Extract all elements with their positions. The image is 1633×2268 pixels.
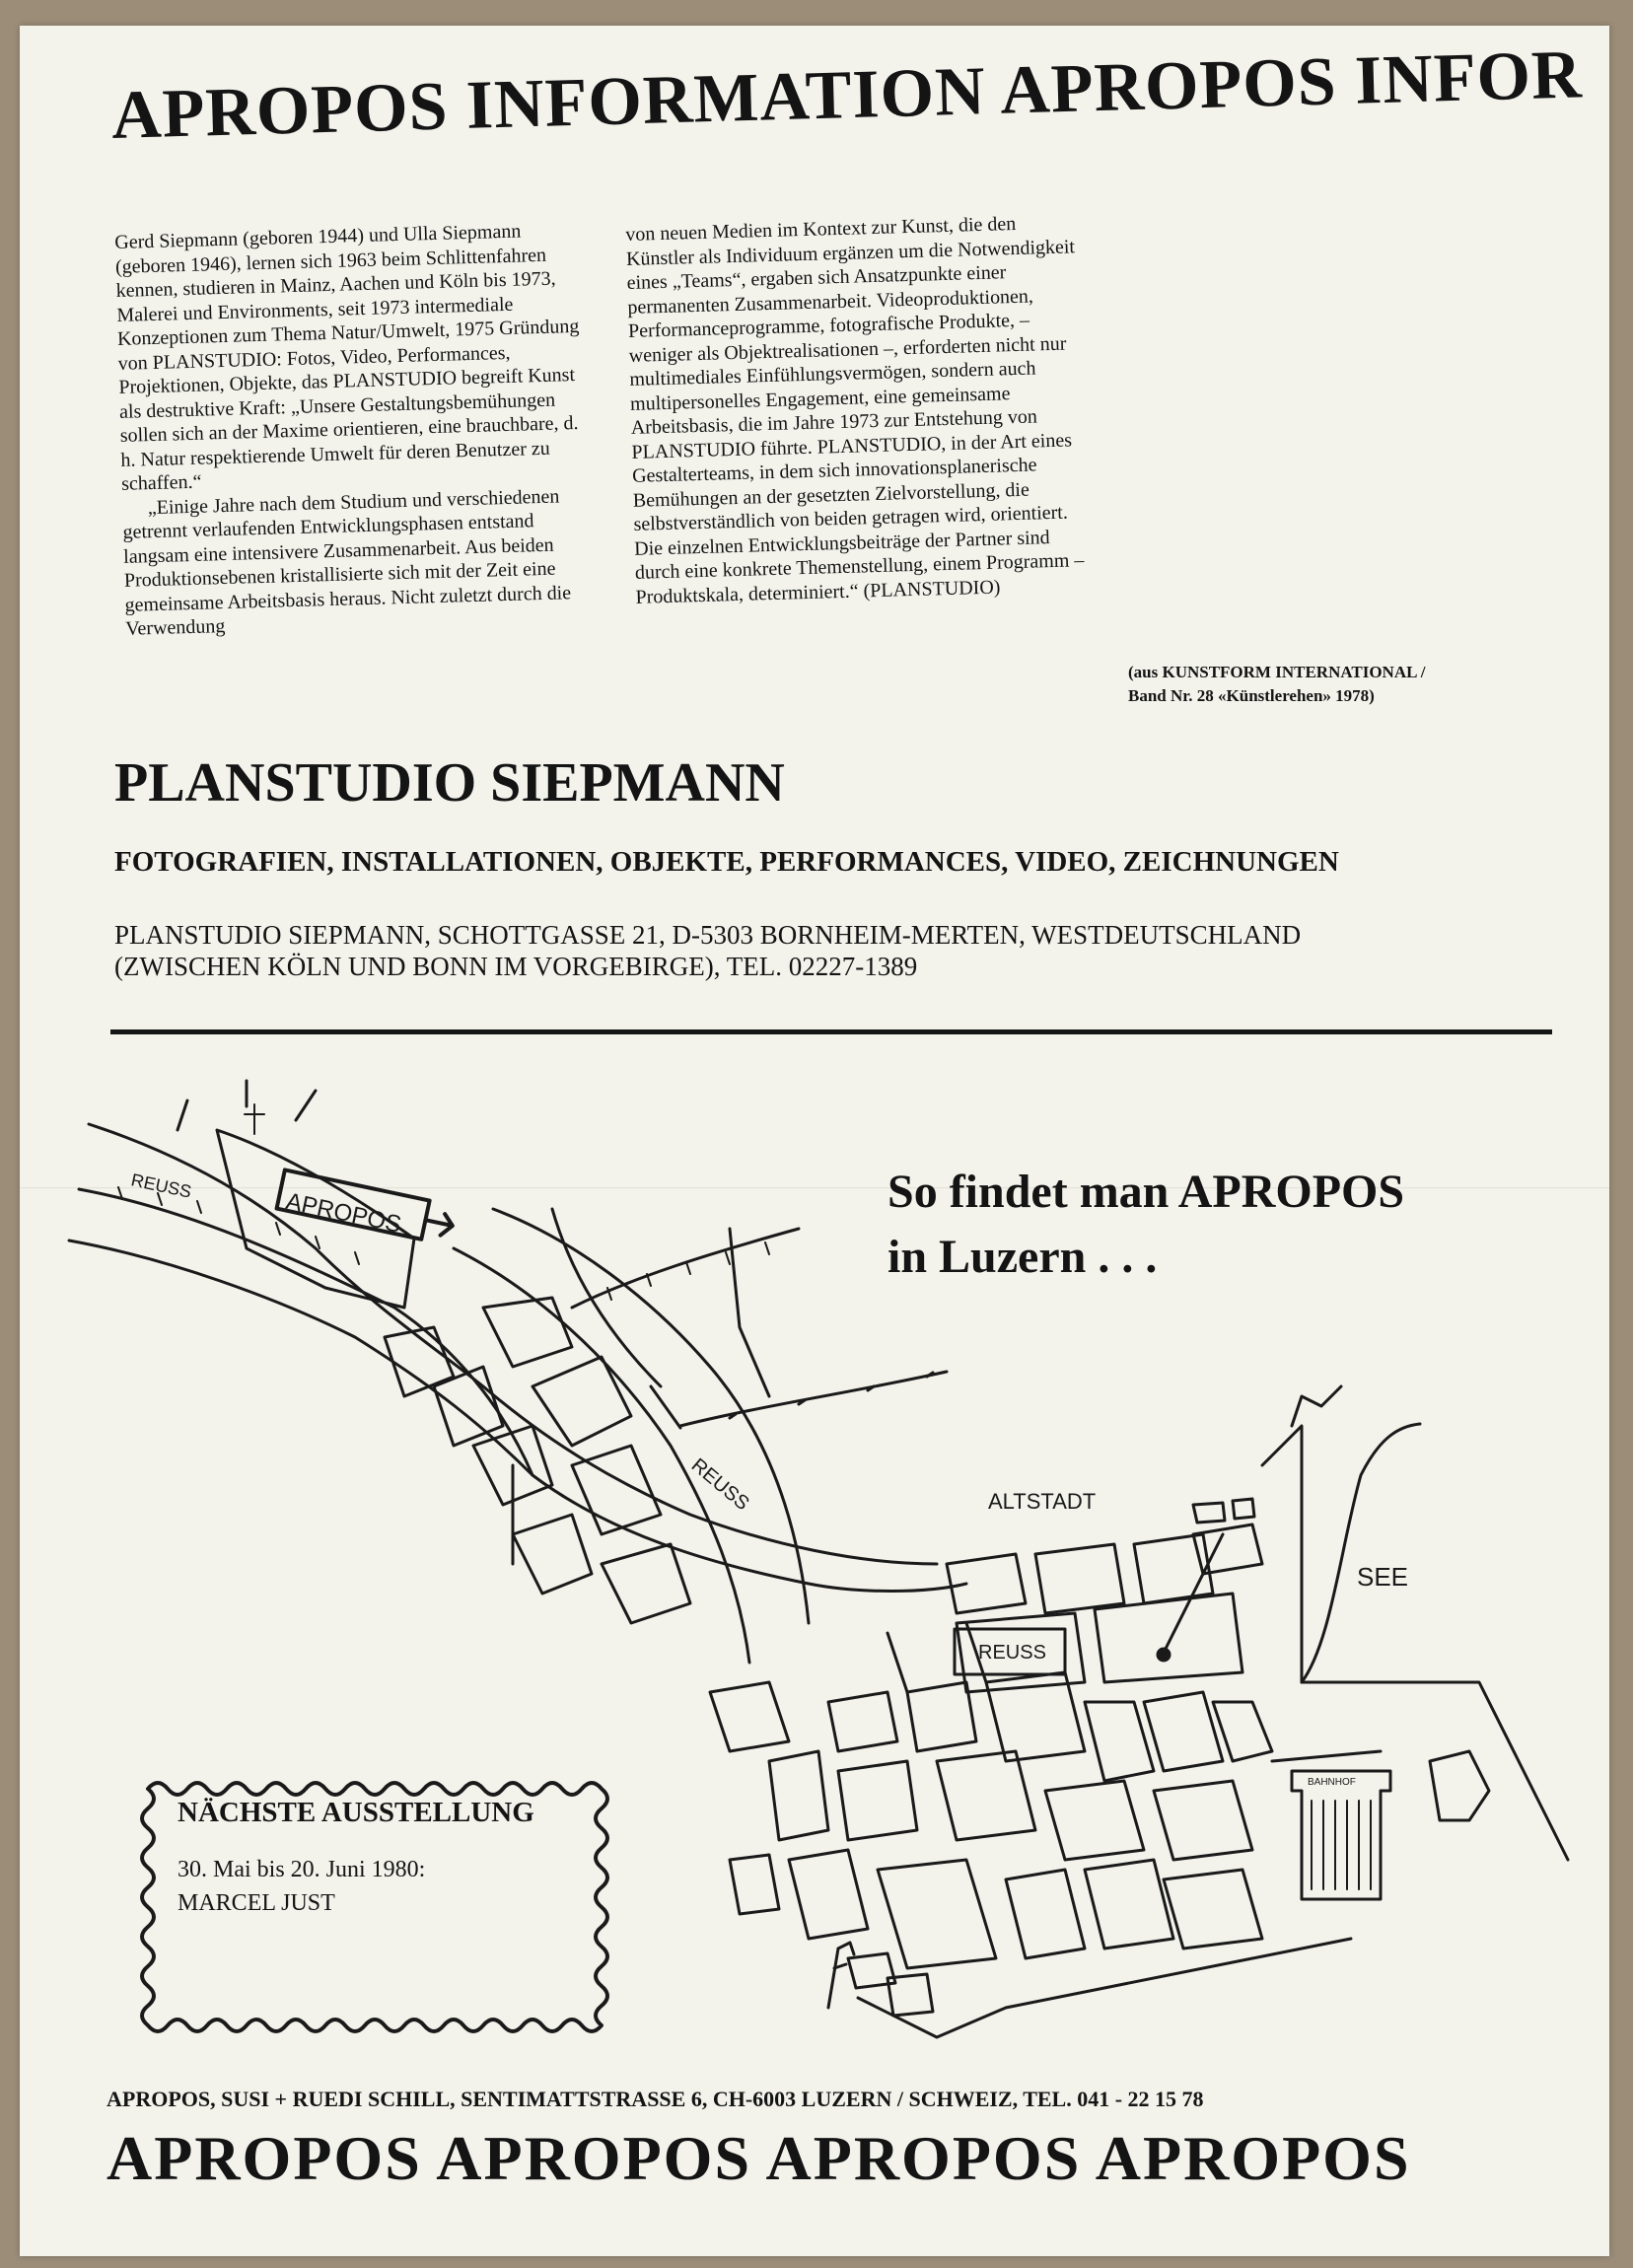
location-dot (1156, 1647, 1172, 1663)
street-outline (215, 1128, 416, 1310)
city-block (1033, 1542, 1126, 1615)
city-block (826, 1690, 899, 1753)
city-block (955, 1611, 1087, 1694)
exhibition-title: NÄCHSTE AUSSTELLUNG (178, 1797, 534, 1828)
city-block (1152, 1779, 1254, 1862)
city-block (1211, 1700, 1274, 1763)
city-block (1083, 1858, 1175, 1950)
studio-disciplines: FOTOGRAFIEN, INSTALLATIONEN, OBJEKTE, PE… (114, 846, 1339, 878)
apropos-marker (274, 1168, 455, 1241)
studio-address-line: (ZWISCHEN KÖLN UND BONN IM VORGEBIRGE), … (114, 952, 918, 981)
railway-line (77, 1187, 534, 1477)
article-column-left: Gerd Siepmann (geboren 1944) und Ulla Si… (114, 218, 589, 641)
city-block (1132, 1532, 1215, 1605)
city-block (945, 1552, 1028, 1615)
reuss-label-box (953, 1627, 1067, 1676)
city-block (600, 1542, 692, 1625)
map-label-reuss: REUSS (978, 1642, 1046, 1664)
street-outline (826, 1947, 840, 2010)
city-block (1142, 1690, 1225, 1773)
article-column-right: von neuen Medien im Kontext zur Kunst, d… (625, 210, 1096, 609)
exhibition-artist: MARCEL JUST (178, 1890, 335, 1916)
city-block (432, 1365, 505, 1448)
bahnhof-building (1290, 1769, 1392, 1901)
road (728, 1227, 771, 1398)
city-block (511, 1513, 594, 1595)
footer-banner: APROPOS APROPOS APROPOS APROPOS (106, 2123, 1411, 2193)
road (452, 1246, 751, 1665)
city-block (1043, 1779, 1146, 1862)
city-block (1231, 1497, 1256, 1521)
exhibition-dates: 30. Mai bis 20. Juni 1980: (178, 1857, 426, 1882)
street-outline (176, 1079, 318, 1132)
city-block (1191, 1523, 1264, 1576)
city-block (1428, 1749, 1491, 1822)
bahnhof-hatching (1311, 1800, 1372, 1890)
studio-title: PLANSTUDIO SIEPMANN (114, 752, 785, 814)
divider-rule (110, 1029, 1552, 1034)
city-block (383, 1325, 456, 1398)
studio-address: PLANSTUDIO SIEPMANN, SCHOTTGASSE 21, D-5… (114, 919, 1301, 982)
map-label-see: SEE (1357, 1562, 1408, 1592)
street-outline (856, 1937, 1353, 2039)
street-outline (886, 1621, 988, 1694)
church-cross (244, 1103, 265, 1135)
map-scribble (832, 1941, 856, 1970)
railway-ties (728, 1371, 935, 1420)
next-exhibition: NÄCHSTE AUSSTELLUNG 30. Mai bis 20. Juni… (178, 1797, 611, 1920)
railway-branch (678, 1370, 949, 1428)
location-pointer (1162, 1532, 1225, 1655)
city-block (471, 1424, 554, 1507)
pointer-arrow (649, 1384, 682, 1430)
city-block (935, 1749, 1037, 1842)
city-block (481, 1296, 574, 1369)
paper-fold-crease (20, 1187, 1609, 1189)
city-block (1191, 1501, 1227, 1524)
street-outline (1260, 1424, 1304, 1684)
street-outline (1290, 1384, 1343, 1428)
flyer-sheet: APROPOS INFORMATION APROPOS INFOR Gerd S… (20, 26, 1609, 2256)
article-paragraph: Gerd Siepmann (geboren 1944) und Ulla Si… (114, 220, 580, 495)
source-line: Band Nr. 28 «Künstlerehen» 1978) (1128, 686, 1375, 705)
city-block (728, 1853, 781, 1916)
map-label-apropos: APROPOS (284, 1188, 404, 1239)
city-block (531, 1355, 633, 1448)
studio-address-line: PLANSTUDIO SIEPMANN, SCHOTTGASSE 21, D-5… (114, 920, 1302, 950)
article-paragraph: von neuen Medien im Kontext zur Kunst, d… (625, 212, 1085, 608)
city-block (886, 1972, 935, 2018)
city-block (767, 1749, 830, 1842)
article-paragraph: „Einige Jahre nach dem Studium und versc… (122, 485, 572, 640)
road (550, 1207, 663, 1388)
map-tagline: So findet man APROPOS in Luzern . . . (888, 1166, 1405, 1283)
city-block (1162, 1868, 1264, 1950)
city-block (1093, 1592, 1244, 1684)
source-citation: (aus KUNSTFORM INTERNATIONAL / Band Nr. … (1128, 661, 1542, 708)
street-outline (1300, 1680, 1570, 1862)
city-block (836, 1759, 919, 1842)
gallery-address: APROPOS, SUSI + RUEDI SCHILL, SENTIMATTS… (106, 2087, 1204, 2111)
map-label-reuss: REUSS (687, 1454, 753, 1515)
exhibition-frame (140, 1781, 609, 2033)
headline: APROPOS INFORMATION APROPOS INFOR (110, 36, 1584, 154)
city-block (876, 1858, 998, 1970)
map-label-reuss: REUSS (129, 1169, 193, 1201)
road (491, 1207, 811, 1625)
railway-branch (570, 1227, 801, 1310)
river-bank (67, 1239, 968, 1593)
city-block (1004, 1868, 1087, 1960)
city-block (1083, 1700, 1156, 1783)
city-block (787, 1848, 870, 1941)
city-block (846, 1951, 897, 1990)
source-line: (aus KUNSTFORM INTERNATIONAL / (1128, 663, 1426, 681)
city-block (905, 1680, 978, 1753)
map-label-bahnhof: BAHNHOF (1308, 1777, 1356, 1788)
river-bank (87, 1122, 939, 1566)
city-block (570, 1444, 663, 1536)
lake-shore (1300, 1422, 1422, 1684)
city-block (708, 1680, 791, 1753)
map-label-altstadt: ALTSTADT (988, 1489, 1096, 1514)
railway-ties (606, 1241, 770, 1301)
luzern-map: REUSS APROPOS REUSS ALTSTADT SEE BAHNHOF… (67, 1079, 1570, 2039)
street-outline (1270, 1749, 1383, 1763)
